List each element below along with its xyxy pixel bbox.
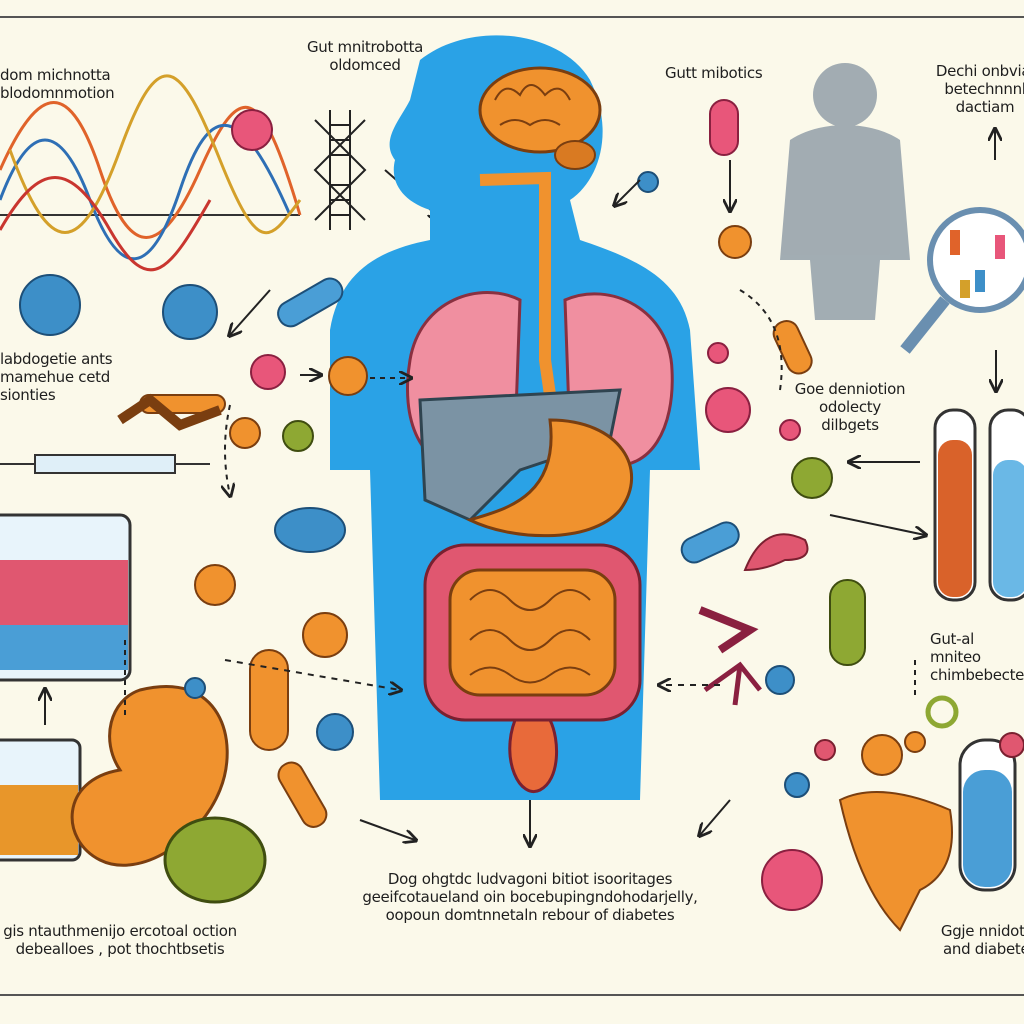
label-line: Ggje nnidotot bbox=[940, 922, 1024, 940]
label-top-center: Gut mnitrobotta oldomced bbox=[290, 38, 440, 74]
bottom-border bbox=[0, 994, 1024, 996]
oscillation-waves bbox=[0, 74, 302, 272]
label-bottom-left: gis ntauthmenijo ercotoal oction debeall… bbox=[0, 922, 260, 958]
label-line: sionties bbox=[0, 386, 56, 404]
label-line: blodomnmotion bbox=[0, 84, 115, 102]
label-line: and diabetes bbox=[943, 940, 1024, 958]
label-line: Goe denniotion bbox=[794, 380, 906, 398]
test-tubes bbox=[933, 408, 1024, 892]
label-line: debealloes , pot thochtbsetis bbox=[15, 940, 225, 958]
syringe-icon bbox=[0, 454, 210, 474]
label-mid-right: Goe denniotion odolecty dilbgets bbox=[780, 380, 920, 434]
label-line: dilbgets bbox=[821, 416, 879, 434]
label-line: Gut mnitrobotta bbox=[306, 38, 424, 56]
label-top-right: Dechi onbvial betechnnnl dactiam bbox=[925, 62, 1024, 116]
label-line: oopoun domtnnetaln rebour of diabetes bbox=[385, 906, 675, 924]
label-line: geeifcotaueland oin bocebupingndohodarje… bbox=[362, 888, 698, 906]
label-right-middle: Gut-al mniteo chimbebecte bbox=[930, 630, 1024, 684]
beaker-orange bbox=[0, 738, 82, 862]
label-line: odolecty bbox=[819, 398, 881, 416]
stomach-model bbox=[70, 685, 229, 867]
label-line: Dog ohgtdc ludvagoni bitiot isooritages bbox=[387, 870, 673, 888]
label-mid-left: labdogetie ants mamehue cetd sionties bbox=[0, 350, 113, 404]
label-gut-mibotics: Gutt mibotics bbox=[665, 64, 763, 82]
green-organ bbox=[163, 816, 267, 904]
small-intestine bbox=[448, 568, 617, 697]
label-line: dactiam bbox=[955, 98, 1015, 116]
label-bottom-center: Dog ohgtdc ludvagoni bitiot isooritages … bbox=[330, 870, 730, 924]
label-line: gis ntauthmenijo ercotoal oction bbox=[3, 922, 237, 940]
top-border bbox=[0, 16, 1024, 18]
label-line: oldomced bbox=[329, 56, 401, 74]
magnifying-glass-icon bbox=[900, 207, 1024, 354]
microbes bbox=[19, 99, 1024, 932]
label-line: mamehue cetd bbox=[0, 368, 110, 386]
label-line: labdogetie ants bbox=[0, 350, 113, 368]
label-line: Gut-al mniteo bbox=[930, 630, 981, 666]
label-bottom-right: Ggje nnidotot and diabetes bbox=[925, 922, 1024, 958]
rectum bbox=[508, 718, 559, 794]
flow-arrows bbox=[45, 160, 996, 840]
brain-icon bbox=[478, 66, 602, 154]
obese-person-silhouette bbox=[780, 63, 910, 320]
label-line: Gutt mibotics bbox=[665, 64, 763, 82]
label-line: chimbebecte bbox=[930, 666, 1024, 684]
label-top-left: dom michnotta blodomnmotion bbox=[0, 66, 115, 102]
stomach bbox=[466, 418, 633, 538]
label-line: Dechi onbvial bbox=[935, 62, 1024, 80]
beaker-with-bacteria bbox=[0, 513, 132, 682]
dna-ladder-icon bbox=[313, 110, 367, 230]
label-line: dom michnotta bbox=[0, 66, 111, 84]
label-line: betechnnnl bbox=[944, 80, 1024, 98]
